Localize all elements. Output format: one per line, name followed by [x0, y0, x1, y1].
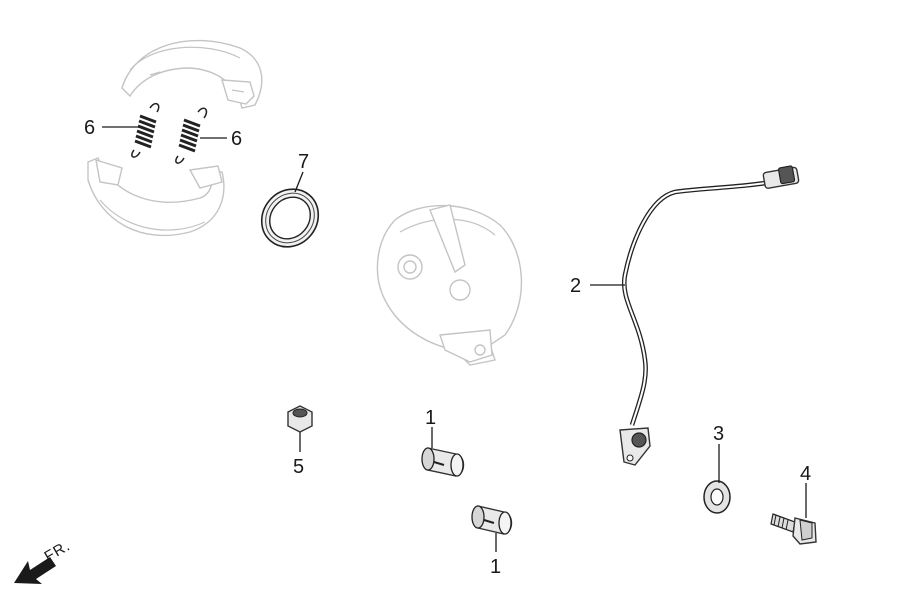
callout-1-upper: 1: [425, 407, 436, 429]
front-direction-indicator: FR.: [14, 537, 74, 584]
washer: [703, 480, 731, 514]
oil-seal: [260, 188, 320, 248]
speed-sensor-cable: [619, 165, 800, 466]
callout-6-right: 6: [231, 128, 242, 150]
callout-7: 7: [298, 151, 309, 173]
callout-4: 4: [800, 463, 811, 485]
cable-joint-lower: [471, 505, 513, 535]
hex-nut: [287, 405, 313, 433]
callout-6-left: 6: [84, 117, 95, 139]
callout-3: 3: [713, 423, 724, 445]
front-arrow-icon: [14, 557, 56, 584]
leader-lines: [102, 126, 807, 552]
callout-5: 5: [293, 456, 304, 478]
flange-bolt: [770, 513, 817, 545]
brake-spring-right: [175, 107, 208, 164]
brake-shoe-lower: [87, 157, 225, 237]
cable-joint-upper: [421, 447, 465, 477]
brake-shoe-upper: [121, 39, 263, 109]
callout-2: 2: [570, 275, 581, 297]
brake-panel: [376, 204, 523, 366]
callout-1-lower: 1: [490, 556, 501, 578]
brake-spring-left: [131, 102, 160, 158]
